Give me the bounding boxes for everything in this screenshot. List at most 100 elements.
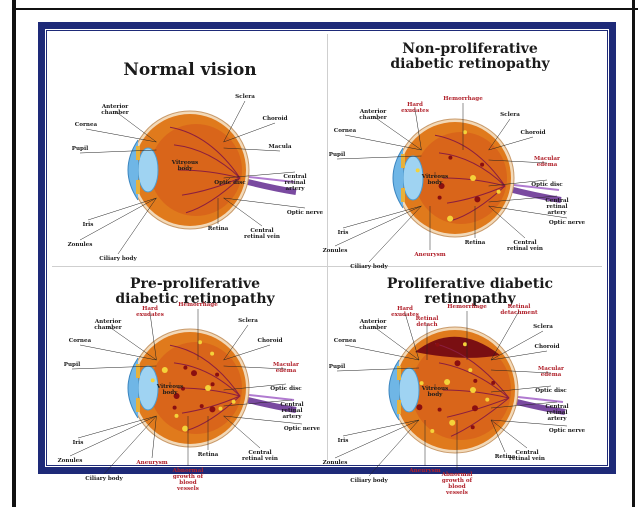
diagram-label: Iris [338, 230, 349, 236]
diagram-label: Centralretinal vein [244, 228, 280, 240]
retinal-lesion [468, 368, 472, 372]
eye-diagram-0: AnteriorchamberCorneaPupilIrisZonulesCil… [68, 94, 324, 262]
diagram-label: Ciliary body [99, 256, 137, 262]
diagram-label: Optic disc [535, 388, 567, 394]
diagram-label: Centralretinalartery [280, 402, 303, 420]
lens [138, 366, 158, 410]
retinal-lesion [438, 408, 442, 412]
diagram-label: Pupil [329, 364, 345, 370]
diagram-label: Optic nerve [549, 220, 586, 226]
iris [401, 154, 405, 168]
diagram-label: Anteriorchamber [94, 319, 122, 331]
diagram-label: Choroid [521, 130, 546, 136]
diagram-label: Centralretinalartery [283, 174, 306, 192]
diagram-label: Retinaldetachment [500, 304, 538, 316]
diagram-label: Macularedema [273, 362, 299, 374]
diagram-label: Sclera [235, 94, 255, 100]
diagram-label: Iris [73, 440, 84, 446]
retinal-lesion [430, 429, 434, 433]
diagram-label: Ciliary body [350, 478, 388, 484]
label-leader-line [343, 206, 421, 228]
diagram-label: Anteriorchamber [359, 319, 387, 331]
diagram-label: Pupil [64, 362, 80, 368]
diagram-label: Aneurysm [408, 468, 440, 474]
retinal-lesion [472, 405, 478, 411]
retinal-lesion [162, 367, 168, 373]
iris [397, 400, 401, 414]
retinal-lesion [198, 340, 202, 344]
diagram-label: Choroid [535, 344, 560, 350]
diagram-label: Centralretinalartery [545, 198, 568, 216]
diagram-label: Optic disc [214, 180, 246, 186]
diagram-label: Cornea [75, 122, 98, 128]
retinal-lesion [232, 400, 236, 404]
diagram-label: Centralretinal vein [507, 240, 543, 252]
diagram-label: Zonules [323, 248, 348, 254]
diagram-label: Optic nerve [284, 426, 321, 432]
label-leader-line [108, 326, 156, 360]
diagram-label: Retina [208, 226, 229, 232]
retinal-lesion [175, 414, 179, 418]
label-leader-line [373, 326, 419, 360]
diagram-label: Retina [465, 240, 486, 246]
retinal-lesion [200, 404, 204, 408]
retinal-lesion [436, 343, 440, 347]
retinal-lesion [444, 379, 450, 385]
retinal-lesion [455, 360, 461, 366]
label-leader-line [118, 198, 156, 254]
diagram-label: Sclera [238, 318, 258, 324]
diagram-label: Pupil [329, 152, 345, 158]
retinal-lesion [416, 168, 420, 172]
retinal-lesion [497, 190, 501, 194]
label-leader-line [70, 416, 156, 456]
diagram-label: Sclera [500, 112, 520, 118]
diagram-label: Aneurysm [413, 252, 445, 258]
diagram-label: Optic nerve [549, 428, 586, 434]
diagram-label: Aneurysm [135, 460, 167, 466]
diagram-label: Optic nerve [287, 210, 324, 216]
diagram-label: Sclera [533, 324, 553, 330]
diagram-label: Ciliary body [85, 476, 123, 482]
diagram-label: Iris [83, 222, 94, 228]
diagram-label: Cornea [334, 338, 357, 344]
diagram-label: Ciliary body [350, 264, 388, 270]
diagram-label: Optic disc [270, 386, 302, 392]
diagram-label: Retina [198, 452, 219, 458]
iris [136, 364, 140, 378]
eye-diagram-2: AnteriorchamberCorneaPupilIrisZonulesCil… [58, 302, 321, 492]
diagram-label: Hemorrhage [443, 96, 483, 102]
retinal-lesion [210, 352, 214, 356]
diagram-label: Zonules [323, 460, 348, 466]
diagram-label: Zonules [58, 458, 83, 464]
retinal-lesion [480, 163, 484, 167]
retinal-lesion [449, 420, 455, 426]
eye-diagram-3: AnteriorchamberCorneaPupilIrisZonulesCil… [323, 304, 586, 496]
label-leader-line [373, 116, 421, 150]
diagram-label: Choroid [258, 338, 283, 344]
diagram-label: Iris [338, 438, 349, 444]
retinal-lesion [209, 406, 215, 412]
retinal-lesion [470, 175, 476, 181]
diagram-label: Cornea [334, 128, 357, 134]
retinal-lesion [416, 404, 422, 410]
diagram-label: Hardexudates [136, 306, 164, 318]
retinal-lesion [183, 366, 187, 370]
retinal-lesion [211, 382, 215, 386]
retinal-lesion [182, 426, 188, 432]
diagram-label: Hemorrhage [178, 302, 218, 308]
iris [401, 188, 405, 202]
diagram-label: Hemorrhage [447, 304, 487, 310]
retinal-lesion [473, 379, 477, 383]
label-leader-line [78, 416, 156, 438]
diagram-label: Anteriorchamber [101, 104, 129, 116]
retinal-lesion [491, 381, 495, 385]
retinal-lesion [474, 196, 480, 202]
diagram-label: Choroid [263, 116, 288, 122]
lens [403, 156, 423, 200]
retinal-lesion [485, 398, 489, 402]
diagram-label: Anteriorchamber [359, 109, 387, 121]
diagram-label: Optic disc [531, 182, 563, 188]
diagram-label: Cornea [69, 338, 92, 344]
eye-diagram-1: AnteriorchamberCorneaPupilIrisZonulesCil… [323, 96, 586, 270]
